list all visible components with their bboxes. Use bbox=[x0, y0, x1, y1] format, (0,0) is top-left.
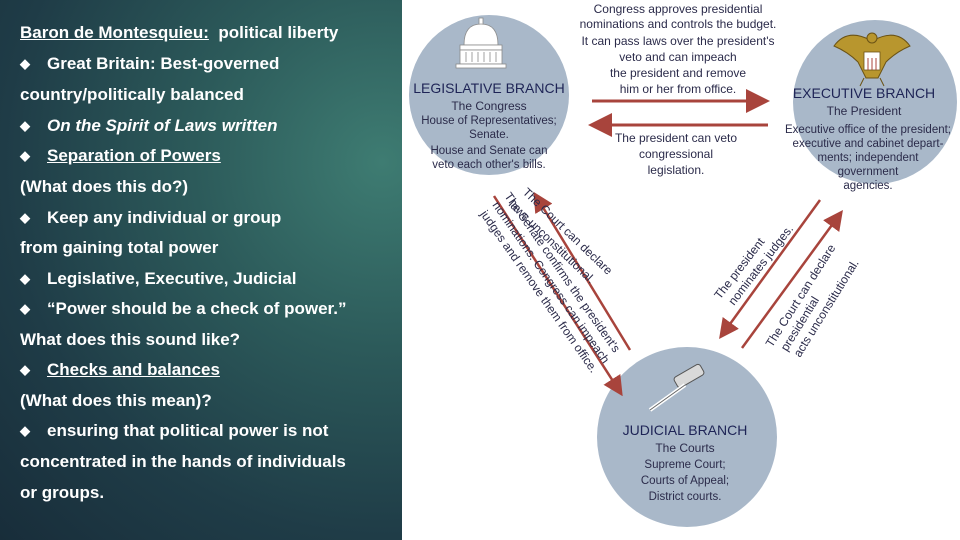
judicial-title: JUDICIAL BRANCH bbox=[623, 422, 748, 438]
heading-line: Baron de Montesquieu: political liberty bbox=[20, 22, 338, 44]
bullet-line-13: ◆ ensuring that political power is not bbox=[20, 420, 329, 442]
mid-arrow-line-1: The president can veto bbox=[615, 131, 737, 145]
diamond-bullet-icon: ◆ bbox=[20, 301, 30, 316]
top-arrow-line-6: him or her from office. bbox=[620, 82, 736, 96]
diamond-bullet-icon: ◆ bbox=[20, 118, 30, 133]
diagram-svg: LEGISLATIVE BRANCH The Congress House of… bbox=[409, 2, 957, 527]
diamond-bullet-icon: ◆ bbox=[20, 423, 30, 438]
left-text-panel: Baron de Montesquieu: political liberty … bbox=[0, 0, 402, 540]
heading-underlined: Baron de Montesquieu: bbox=[20, 23, 209, 42]
diamond-bullet-icon: ◆ bbox=[20, 56, 30, 71]
eagle-seal-icon bbox=[833, 32, 911, 87]
mid-arrow-line-3: legislation. bbox=[648, 163, 705, 177]
text-line-7: from gaining total power bbox=[20, 238, 219, 257]
top-arrow-line-4: veto and can impeach bbox=[619, 50, 736, 64]
arrow-judicial-to-executive bbox=[740, 209, 843, 349]
diamond-bullet-icon: ◆ bbox=[20, 210, 30, 225]
judicial-line-2: Supreme Court; bbox=[644, 459, 725, 471]
text-line-15: or groups. bbox=[20, 483, 105, 502]
line-text: Keep any individual or group bbox=[47, 208, 282, 227]
line-text: ensuring that political power is not bbox=[47, 421, 329, 440]
judicial-circle bbox=[597, 347, 777, 527]
diamond-bullet-icon: ◆ bbox=[20, 271, 30, 286]
text-line-2: country/politically balanced bbox=[20, 85, 244, 104]
bullet-line-1: ◆ Great Britain: Best-governed bbox=[20, 53, 280, 75]
bullet-line-9: ◆ “Power should be a check of power.” bbox=[20, 298, 347, 320]
bullet-line-6: ◆ Keep any individual or group bbox=[20, 207, 282, 229]
top-arrow-line-1: Congress approves presidential bbox=[594, 2, 763, 16]
judicial-line-4: District courts. bbox=[649, 491, 722, 503]
legislative-line-3: Senate. bbox=[469, 129, 509, 141]
executive-line-2: Executive office of the president; bbox=[785, 124, 951, 136]
legislative-circle bbox=[409, 15, 569, 175]
arrow-executive-to-judicial bbox=[719, 199, 822, 340]
executive-line-3: executive and cabinet depart- bbox=[793, 138, 944, 150]
diamond-bullet-icon: ◆ bbox=[20, 148, 30, 163]
legislative-line-2: House of Representatives; bbox=[421, 115, 557, 127]
executive-line-1: The President bbox=[827, 104, 902, 118]
bullet-line-3: ◆ On the Spirit of Laws written bbox=[20, 115, 278, 137]
legislative-line-1: The Congress bbox=[451, 99, 526, 113]
capitol-dome-icon bbox=[455, 17, 507, 69]
top-arrow-line-3: It can pass laws over the president's bbox=[581, 34, 774, 48]
executive-line-5: government bbox=[838, 166, 900, 178]
arrow-legislative-to-judicial bbox=[492, 195, 623, 397]
top-arrow-line-2: nominations and controls the budget. bbox=[580, 17, 777, 31]
line-text: “Power should be a check of power.” bbox=[47, 299, 347, 318]
separation-of-powers-diagram: LEGISLATIVE BRANCH The Congress House of… bbox=[402, 0, 960, 540]
text-line-10: What does this sound like? bbox=[20, 330, 241, 349]
executive-line-6: agencies. bbox=[843, 180, 892, 192]
diamond-bullet-icon: ◆ bbox=[20, 362, 30, 377]
executive-circle bbox=[793, 20, 957, 184]
legislative-title: LEGISLATIVE BRANCH bbox=[413, 80, 564, 96]
line-text: Separation of Powers bbox=[47, 146, 221, 165]
bullet-line-8: ◆ Legislative, Executive, Judicial bbox=[20, 268, 297, 290]
bullet-line-11: ◆ Checks and balances bbox=[20, 359, 220, 381]
gavel-icon bbox=[648, 363, 705, 412]
legislative-line-4: House and Senate can bbox=[430, 145, 547, 157]
legislative-line-5: veto each other's bills. bbox=[432, 159, 545, 171]
executive-title: EXECUTIVE BRANCH bbox=[793, 85, 935, 101]
mid-arrow-line-2: congressional bbox=[639, 147, 713, 161]
top-arrow-line-5: the president and remove bbox=[610, 66, 746, 80]
text-line-14: concentrated in the hands of individuals bbox=[20, 452, 346, 471]
heading-rest: political liberty bbox=[218, 23, 339, 42]
text-line-5: (What does this do?) bbox=[20, 177, 189, 196]
line-text: Legislative, Executive, Judicial bbox=[47, 269, 297, 288]
judicial-line-3: Courts of Appeal; bbox=[641, 475, 729, 487]
text-line-12: (What does this mean)? bbox=[20, 391, 212, 410]
executive-line-4: ments; independent bbox=[817, 152, 919, 164]
arrow-judicial-to-legislative bbox=[533, 191, 632, 351]
judicial-line-1: The Courts bbox=[655, 441, 714, 455]
line-text: On the Spirit of Laws written bbox=[47, 116, 278, 135]
line-text: Great Britain: Best-governed bbox=[47, 54, 280, 73]
bullet-line-4: ◆ Separation of Powers bbox=[20, 145, 221, 167]
line-text: Checks and balances bbox=[47, 360, 220, 379]
